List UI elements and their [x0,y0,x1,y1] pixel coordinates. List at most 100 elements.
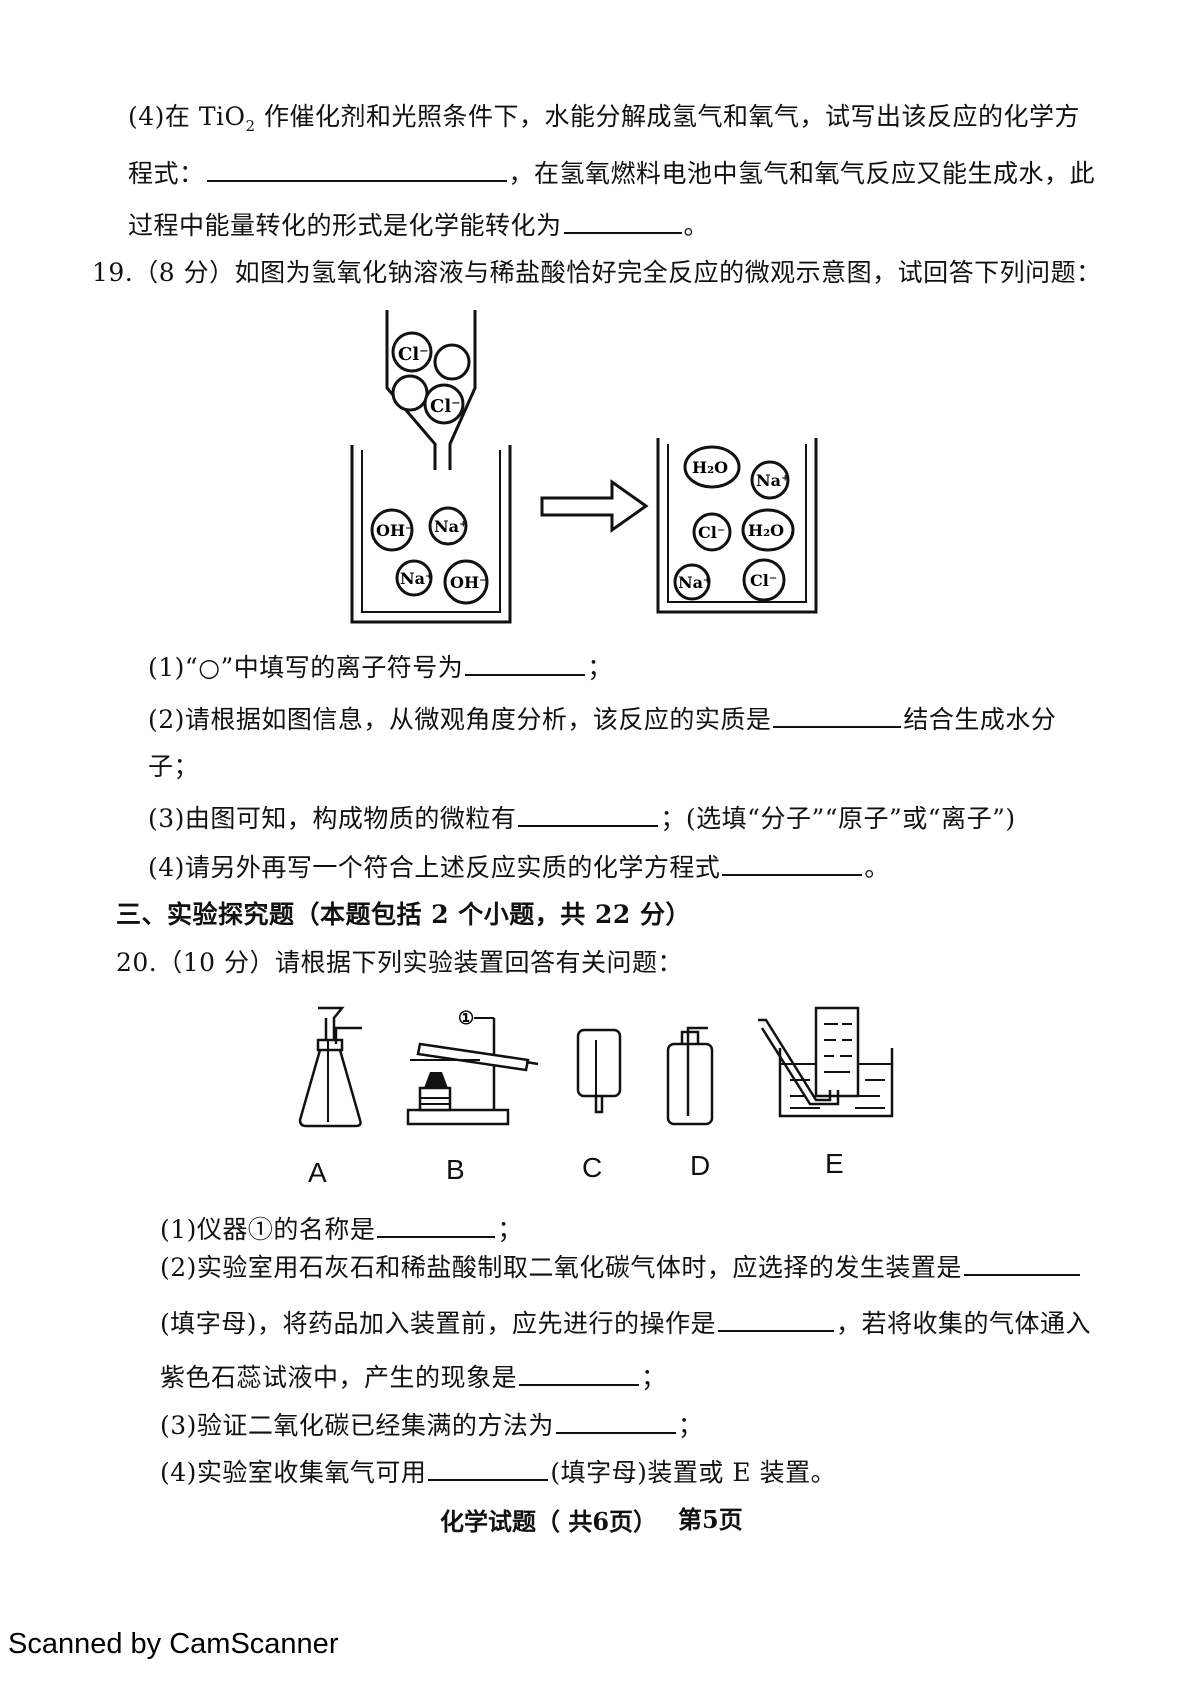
q19-sub4: (4)请另外再写一个符合上述反应实质的化学方程式 。 [148,852,890,880]
cl-ion [692,512,732,552]
cl-ion [742,558,786,602]
q20-sub4: (4)实验室收集氧气可用 (填字母)装置或 E 装置。 [160,1457,836,1485]
arrow-icon [540,479,649,533]
na-label: Na⁺ [434,517,467,536]
apparatus-figure: ① [298,1006,894,1128]
scanner-watermark: Scanned by CamScanner [8,1628,339,1660]
q18-4-line3-suffix: 。 [683,211,710,240]
apparatus-d [666,1026,714,1126]
answer-blank[interactable] [555,1410,676,1434]
q20-sub2-line3-suffix: ； [641,1363,667,1392]
q19-sub3: (3)由图可知，构成物质的微粒有 ；(选填“分子”“原子”或“离子”) [148,803,1016,831]
q19-sub3-prefix: (3)由图可知，构成物质的微粒有 [148,804,517,833]
q18-4-line2-prefix: 程式： [128,159,205,188]
q18-4-subscript: 2 [245,117,256,135]
right-beaker-inner [667,444,807,603]
q19-sub2: (2)请根据如图信息，从微观角度分析，该反应的实质是 结合生成水分 [148,704,1056,732]
right-beaker [656,438,818,614]
blank-ion-circle [391,374,429,412]
answer-blank[interactable] [206,158,507,182]
q18-4-line3: 过程中能量转化的形式是化学能转化为 。 [128,210,709,238]
answer-blank[interactable] [465,652,586,676]
apparatus-label-b: B [446,1154,465,1185]
q18-4-line2-suffix: ，在氢氧燃料电池中氢气和氧气反应又能生成水，此 [508,159,1096,188]
h2o-label: H₂O [692,458,728,477]
answer-blank[interactable] [518,803,659,827]
dropper-funnel [385,310,477,470]
cl-label: Cl⁻ [398,344,429,365]
apparatus-label-c: C [582,1152,603,1183]
na-ion [750,460,790,500]
blank-ion-circle [433,343,471,381]
q19-sub4-prefix: (4)请另外再写一个符合上述反应实质的化学方程式 [148,853,721,882]
apparatus-a [298,1006,362,1128]
oh-ion [370,508,414,552]
na-label: Na⁺ [756,471,789,490]
cl-ion-bottom [423,383,465,425]
q20-sub3-suffix: ； [677,1411,704,1440]
answer-blank[interactable] [722,852,863,876]
apparatus-label-a: A [308,1157,327,1188]
oh-label: OH⁻ [376,521,414,540]
marker-label: ① [458,1008,474,1029]
q18-4-text-b: 作催化剂和光照条件下，水能分解成氢气和氧气，试写出该反应的化学方 [255,102,1081,131]
apparatus-e [758,1006,894,1118]
lamp-flame-icon [424,1072,448,1088]
na-label: Na⁺ [400,569,433,588]
oh-label: OH⁻ [450,573,488,592]
q19-sub3-suffix: ；(选填“分子”“原子”或“离子”) [660,804,1016,833]
footer-subject: 化学试题（ 共6页） [440,1507,658,1536]
q20-sub2-line2-prefix: (填字母)，将药品加入装置前，应先进行的操作是 [160,1309,717,1338]
q20-sub2-line2-suffix: ，若将收集的气体通入 [836,1309,1092,1338]
q20-sub4-prefix: (4)实验室收集氧气可用 [160,1458,427,1487]
q19-sub1-prefix: (1)“○”中填写的离子符号为 [148,653,464,682]
water-molecule [741,508,795,552]
q19-sub2-prefix: (2)请根据如图信息，从微观角度分析，该反应的实质是 [148,705,772,734]
answer-blank[interactable] [773,704,902,728]
q20-sub2: (2)实验室用石灰石和稀盐酸制取二氧化碳气体时，应选择的发生装置是 [160,1252,1082,1280]
h2o-label: H₂O [748,521,784,540]
apparatus-label-d: D [690,1150,711,1181]
q19-sub2-cont: 子； [148,752,200,781]
na-ion [395,559,433,597]
q18-4-text-a: (4)在 TiO [128,102,246,131]
q19-sub1: (1)“○”中填写的离子符号为 ； [148,652,613,680]
cl-label: Cl⁻ [750,571,777,590]
q20-sub4-suffix: (填字母)装置或 E 装置。 [550,1458,837,1487]
q20-sub3: (3)验证二氧化碳已经集满的方法为 ； [160,1410,703,1438]
q19-sub1-suffix: ； [587,653,613,682]
q20-sub2-line3-prefix: 紫色石蕊试液中，产生的现象是 [160,1363,518,1392]
answer-blank[interactable] [428,1457,549,1481]
q18-4-line3-prefix: 过程中能量转化的形式是化学能转化为 [128,211,562,240]
water-molecule [683,445,741,489]
q19-sub4-suffix: 。 [864,853,890,882]
cl-label: Cl⁻ [698,523,725,542]
left-beaker-inner [361,450,501,613]
answer-blank[interactable] [563,210,682,234]
apparatus-label-e: E [825,1148,844,1179]
na-label: Na⁺ [678,573,711,592]
oh-ion [443,559,489,605]
na-ion [673,563,711,601]
apparatus-c [576,1028,622,1114]
q20-sub3-prefix: (3)验证二氧化碳已经集满的方法为 [160,1411,554,1440]
q19-sub2-suffix: 结合生成水分 [903,705,1057,734]
answer-blank[interactable] [519,1362,640,1386]
q19-title: 19.（8 分）如图为氢氧化钠溶液与稀盐酸恰好完全反应的微观示意图，试回答下列问… [92,258,1102,287]
left-beaker [350,445,512,624]
answer-blank[interactable] [963,1252,1080,1276]
reaction-diagram: Cl⁻ Cl⁻ OH⁻ Na⁺ Na⁺ OH⁻ H₂O Na⁺ Cl⁻ H₂O … [350,310,818,624]
section-heading: 三、实验探究题（本题包括 2 个小题，共 22 分） [116,900,692,929]
answer-blank[interactable] [377,1214,496,1238]
q18-4-line1: (4)在 TiO2 作催化剂和光照条件下，水能分解成氢气和氧气，试写出该反应的化… [128,104,1080,134]
q20-sub1-prefix: (1)仪器①的名称是 [160,1215,376,1244]
footer-page-number: 第5页 [678,1505,743,1534]
q20-sub1-suffix: ； [497,1215,523,1244]
q20-title: 20.（10 分）请根据下列实验装置回答有关问题： [116,948,684,977]
na-ion [428,506,468,546]
q20-sub1: (1)仪器①的名称是 ； [160,1214,523,1242]
cl-label: Cl⁻ [430,396,461,417]
q20-sub2-line3: 紫色石蕊试液中，产生的现象是 ； [160,1362,667,1390]
answer-blank[interactable] [718,1308,835,1332]
q20-sub2-line2: (填字母)，将药品加入装置前，应先进行的操作是 ，若将收集的气体通入 [160,1308,1091,1336]
